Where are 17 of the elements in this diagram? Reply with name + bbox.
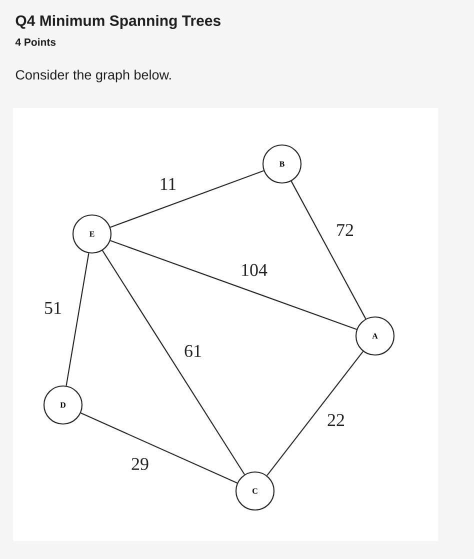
weight-label: 72 <box>335 223 355 237</box>
weight-label: 104 <box>240 262 268 278</box>
edge-line <box>80 412 238 484</box>
weight-label: 51 <box>43 300 63 316</box>
weight-label: 22 <box>326 413 346 427</box>
weight-label: 11 <box>158 177 178 191</box>
edge-line <box>102 250 245 475</box>
weight-label: 29 <box>130 456 150 472</box>
title: Q4 Minimum Spanning Trees <box>16 14 220 30</box>
edge-line <box>266 351 364 476</box>
weight-label: 61 <box>183 344 203 358</box>
points-label: 4 Points <box>15 38 56 46</box>
edge-line <box>110 170 264 228</box>
edge-line <box>66 253 90 386</box>
instruction-text: Consider the graph below. <box>16 70 171 82</box>
edge-line <box>290 180 366 320</box>
edge-line <box>110 240 357 330</box>
